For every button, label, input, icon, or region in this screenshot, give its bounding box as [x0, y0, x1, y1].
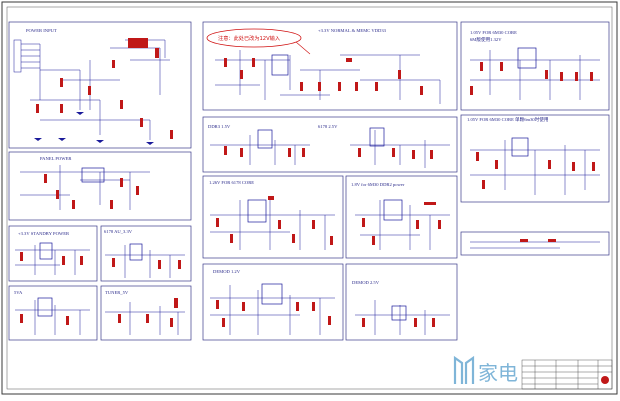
- title-demod-25: DEMOD 2.5V: [352, 280, 380, 285]
- title-power-input: POWER INPUT: [26, 28, 57, 33]
- vddio33-parts: [224, 58, 423, 95]
- standby-parts: [20, 252, 83, 265]
- ddr3-parts: [224, 146, 433, 159]
- annotation-leader: [295, 41, 311, 55]
- demod-25-wiring: [355, 300, 450, 335]
- title-ddr2-6m30: 1.8V for 6M30 DDR2 power: [351, 182, 405, 187]
- v5va-wiring: [15, 300, 90, 335]
- subtitle-memc-core: 6M版使用1.32V: [470, 36, 502, 43]
- demod-25-parts: [362, 318, 435, 327]
- block-core-6178: [202, 175, 344, 259]
- standby-regulator: [39, 242, 53, 260]
- watermark-logo: 家电: [453, 355, 518, 385]
- power-input-grounds: [34, 112, 154, 145]
- title-panel-power: PANEL POWER: [40, 156, 72, 161]
- core-6m30b-parts: [476, 152, 595, 189]
- block-panel-power: [8, 151, 192, 221]
- ddr2-6m30-regulator: [383, 199, 403, 221]
- memc-core-parts: [470, 62, 593, 95]
- title-demod-12: DEMOD 1.2V: [213, 269, 241, 274]
- title-block-logo: [601, 376, 609, 384]
- au-6178-parts: [112, 258, 181, 269]
- title-core-6m30b: 1.05V FOR 6M30 CORE 单颗6m30时使用: [467, 116, 549, 123]
- title-standby: +3.3V STANDBY POWER: [18, 231, 70, 236]
- panel-power-parts: [44, 174, 139, 209]
- demod-12-wiring: [210, 285, 335, 335]
- demod-25-regulator: [391, 305, 407, 321]
- block-standby: [8, 225, 98, 282]
- demod-12-regulator: [261, 283, 283, 305]
- ddr3-wiring: [210, 130, 450, 168]
- block-demod-25: [345, 263, 458, 341]
- au-6178-regulator: [129, 243, 143, 261]
- block-au-6178: [100, 225, 192, 282]
- core-6178-parts: [216, 196, 333, 245]
- panel-power-switch: [81, 167, 105, 183]
- v6178-25-regulator: [369, 127, 385, 147]
- tuner-5v-parts: [118, 298, 178, 327]
- title-6178-25: 6178 2.5V: [318, 124, 338, 129]
- title-block: [521, 359, 613, 390]
- block-tuner-5v: [100, 285, 192, 341]
- title-vddio33: +3.3V NORMAL & MEMC VDD33: [318, 28, 387, 33]
- block-core-6m30b: [460, 114, 610, 203]
- core-6178-regulator: [247, 199, 267, 223]
- core-6m30b-regulator: [511, 137, 529, 157]
- power-input-wiring: [13, 39, 170, 140]
- tuner-5v-wiring: [105, 302, 185, 335]
- core-6m30b-wiring: [470, 140, 600, 195]
- sheet-inner-frame: [6, 6, 613, 390]
- watermark-text: 家电: [478, 361, 518, 385]
- memc-core-wiring: [470, 50, 600, 100]
- ddr2-6m30-parts: [362, 202, 441, 245]
- block-vddio33: [202, 21, 458, 111]
- panel-power-wiring: [20, 165, 150, 210]
- company-logo-icon: [601, 376, 609, 384]
- extra-connector-parts: [520, 239, 556, 242]
- core-6178-wiring: [210, 200, 335, 250]
- standby-wiring: [15, 245, 90, 275]
- v5va-regulator: [37, 297, 53, 317]
- sheet-frame: [1, 1, 618, 395]
- memc-core-regulator: [517, 47, 537, 69]
- vddio33-wiring: [215, 50, 441, 104]
- block-memc-core: [460, 21, 610, 111]
- demod-12-parts: [216, 300, 331, 327]
- title-ddr3: DDR3 1.5V: [208, 124, 231, 129]
- block-demod-12: [202, 263, 344, 341]
- title-au-6178: 6178 AU_3.3V: [104, 229, 133, 234]
- title-tuner-5v: TUNER_5V: [105, 290, 129, 295]
- ddr2-6m30-wiring: [355, 200, 450, 250]
- annotation-ellipse: [206, 28, 302, 48]
- block-extra-connector: [460, 231, 610, 256]
- block-ddr2-6m30: [345, 175, 458, 259]
- v5va-parts: [20, 314, 69, 325]
- vddio33-regulator: [271, 54, 289, 76]
- ddr3-regulator: [257, 129, 273, 149]
- power-input-parts: [36, 38, 173, 139]
- block-5va: [8, 285, 98, 341]
- block-ddr3-6178: [202, 116, 458, 173]
- title-5va: 5VA: [14, 290, 23, 295]
- title-memc-core: 1.05V FOR 6M30 CORE: [470, 30, 517, 35]
- extra-connector-wiring: [470, 241, 600, 249]
- annotation-text: 注意：此处已改为12V输入: [218, 34, 280, 42]
- au-6178-wiring: [105, 245, 185, 278]
- watermark-book-icon: [453, 355, 475, 384]
- block-power-input: [8, 21, 192, 149]
- title-core-6178: 1.26V FOR 6178 CORE: [209, 180, 254, 185]
